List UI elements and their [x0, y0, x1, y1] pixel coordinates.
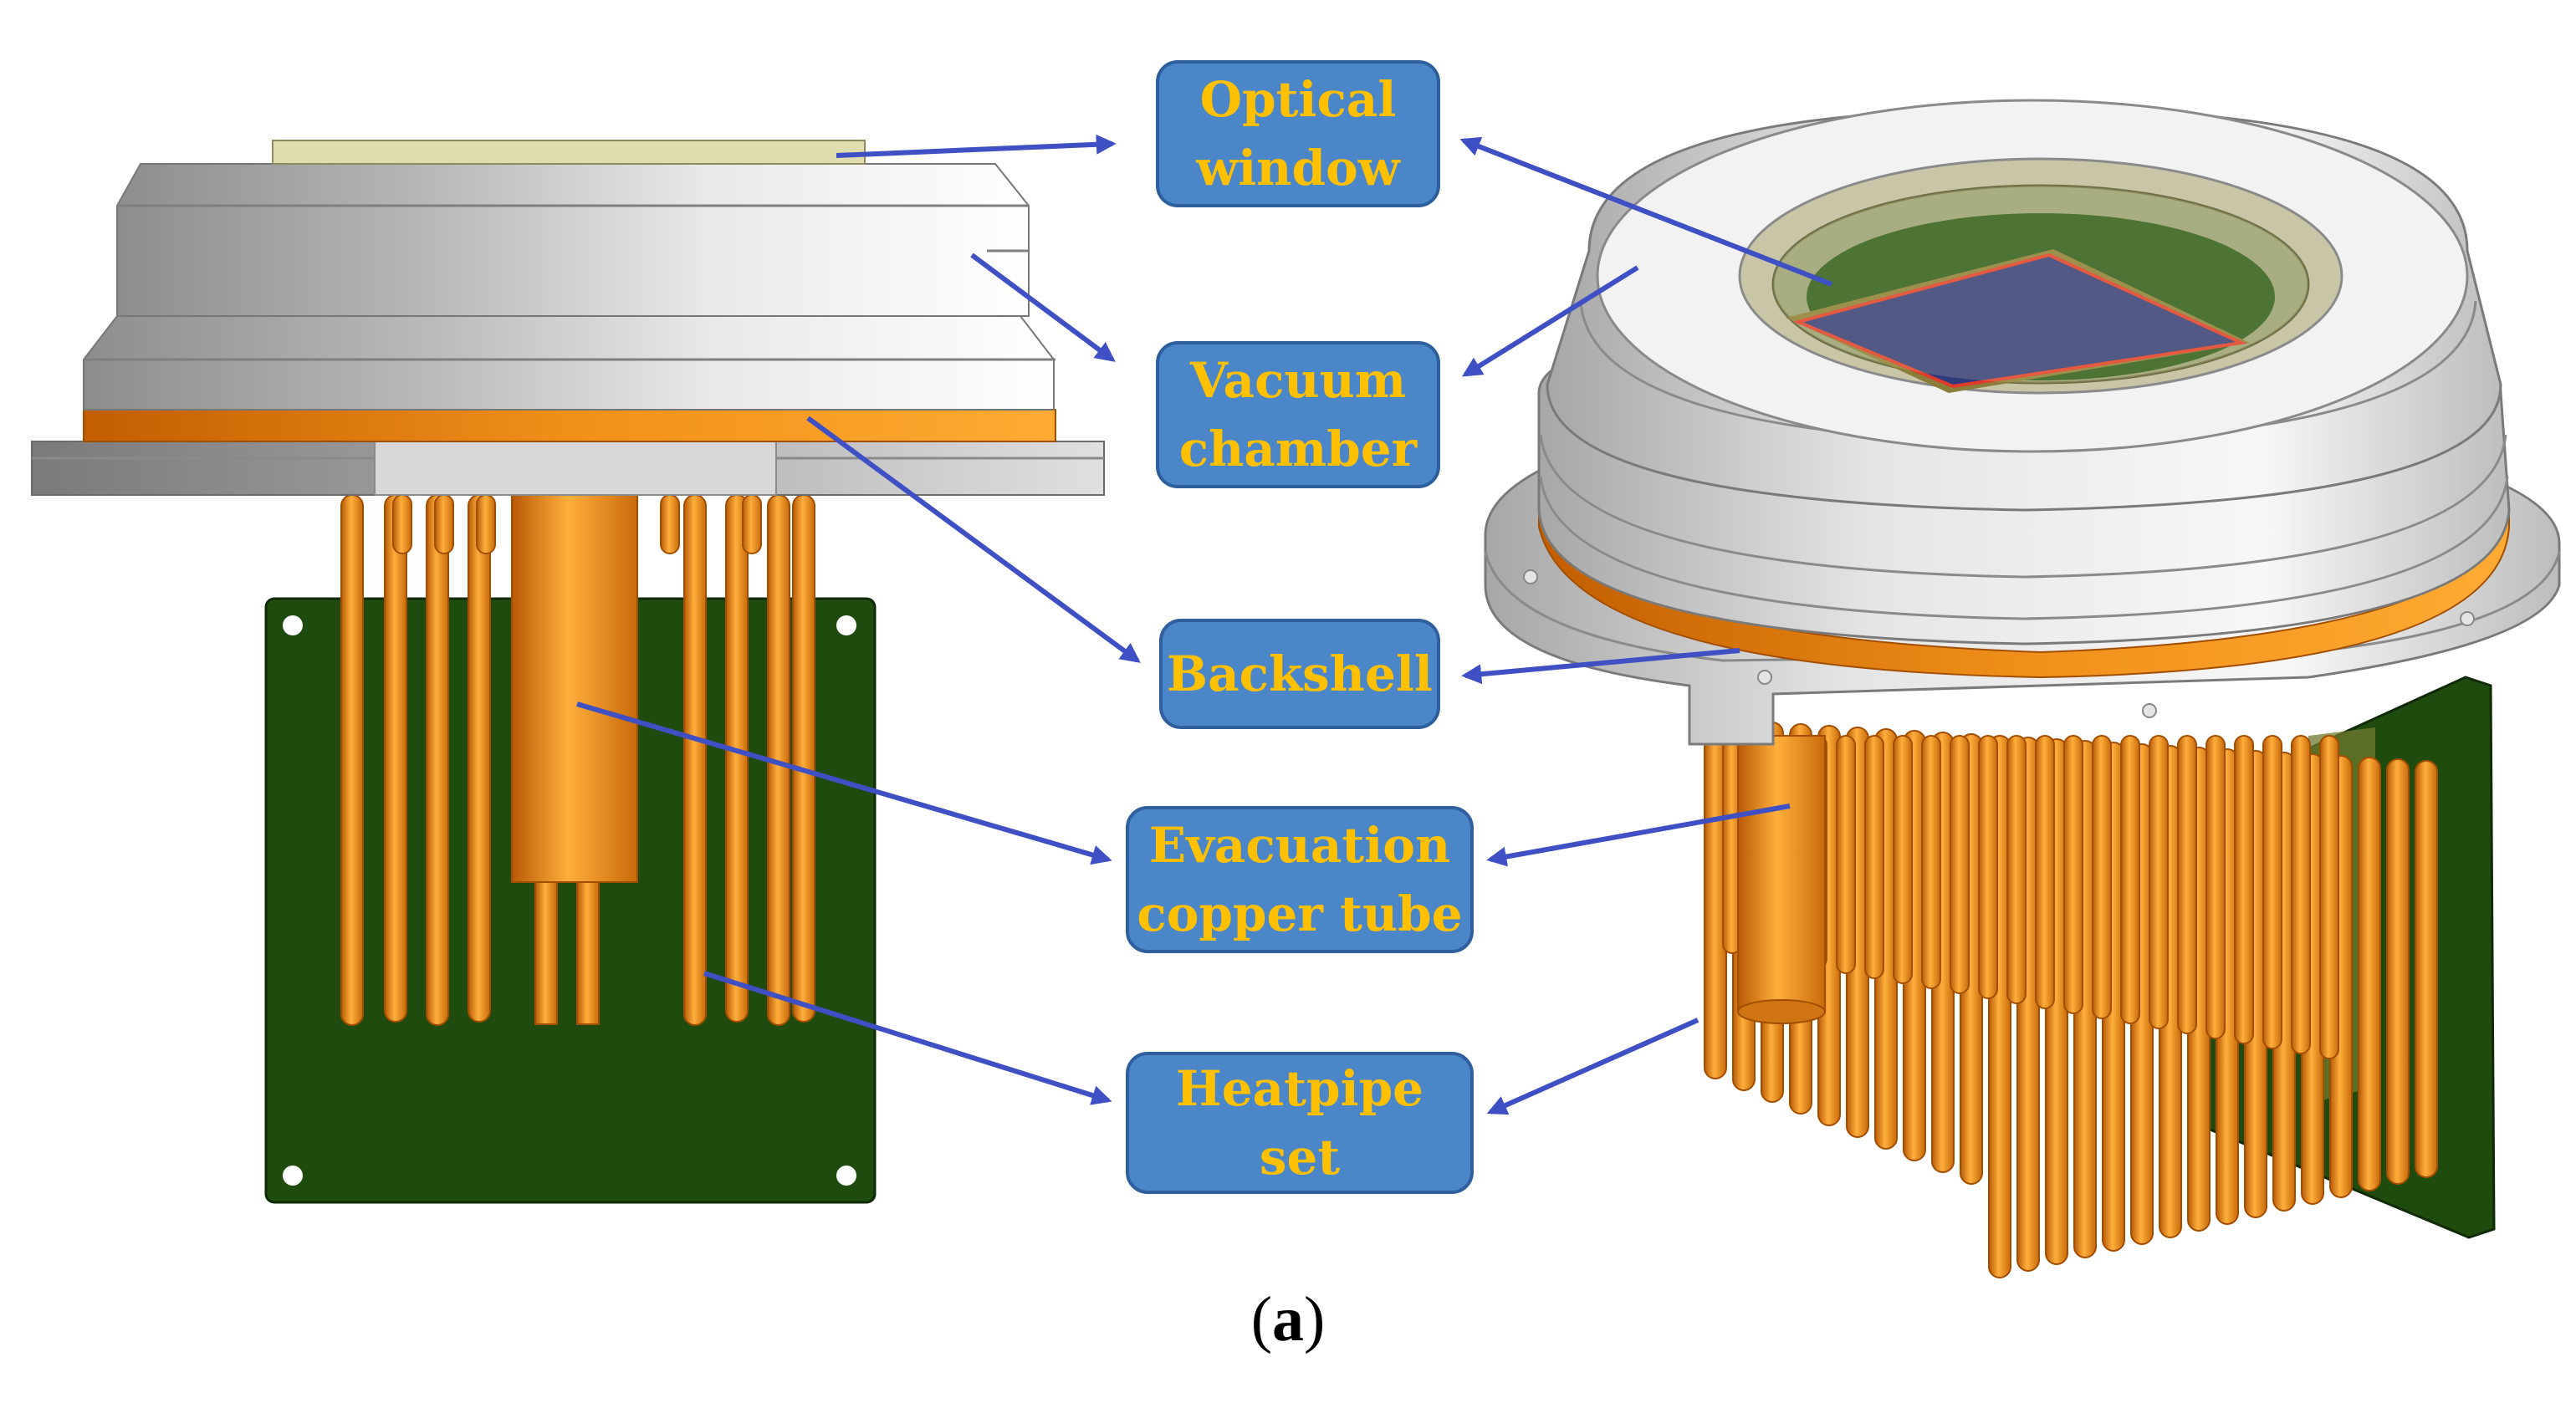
heatpipe [2063, 735, 2083, 1014]
flange-screw [1757, 670, 1772, 685]
arrow-heatpipe-set-left [703, 971, 1112, 1105]
pcb-hole [836, 615, 856, 635]
caption-close: ) [1304, 1284, 1326, 1354]
caption-letter: a [1272, 1284, 1304, 1354]
caption-open: ( [1250, 1284, 1272, 1354]
heatpipe [2415, 760, 2438, 1178]
heatpipe [2386, 758, 2410, 1185]
heatpipe [2205, 735, 2226, 1039]
heatpipe [340, 494, 364, 1026]
heatpipe [725, 494, 749, 1023]
heatpipe [660, 494, 680, 554]
label-optical-window: Optical window [1156, 60, 1440, 207]
callout-arrows [576, 134, 1833, 1115]
heatpipe [683, 494, 707, 1026]
pcb-hole [836, 1166, 856, 1186]
heatpipe [2092, 735, 2112, 1019]
flange-screw [2142, 703, 2157, 718]
heatpipe [2006, 735, 2027, 1004]
flange-screw [2460, 611, 2475, 626]
heatpipe [2358, 757, 2381, 1191]
label-vacuum-chamber-text: Vacuum chamber [1178, 352, 1418, 477]
label-heatpipe-set-text: Heatpipe set [1175, 1060, 1424, 1186]
ring-edge [1539, 434, 2507, 579]
arrow-vacuum-chamber-right [1461, 265, 1639, 377]
label-backshell: Backshell [1159, 619, 1440, 729]
figure-caption: (a) [0, 1283, 2576, 1356]
label-backshell-text: Backshell [1167, 645, 1433, 702]
heatpipe [2234, 735, 2254, 1044]
left-heatpipes [340, 494, 815, 1026]
arrow-backshell-left [806, 416, 1141, 663]
pcb-hole [283, 615, 303, 635]
label-optical-window-text: Optical window [1196, 71, 1400, 196]
heatpipe [2149, 735, 2169, 1029]
heatpipe [2319, 735, 2339, 1059]
heatpipe [2035, 735, 2055, 1009]
arrow-vacuum-chamber-left [970, 253, 1116, 362]
right-evacuation-tube [1737, 735, 1826, 1013]
heatpipe [2120, 735, 2140, 1024]
heatpipe [1893, 735, 1913, 984]
left-evacuation-tube-stem [534, 881, 558, 1025]
arrow-heatpipe-set-right [1486, 1018, 1699, 1115]
heatpipe [2177, 735, 2197, 1034]
heatpipe [1978, 735, 1998, 999]
flange-block [374, 441, 777, 496]
heatpipe [2262, 735, 2282, 1049]
arrow-evacuation-tube-right [1486, 803, 1791, 867]
heatpipe [426, 494, 449, 1026]
left-chamber-upper [116, 163, 1030, 317]
flange-screw [1523, 569, 1538, 584]
heatpipe [1836, 735, 1856, 974]
left-chamber-lower [83, 315, 1055, 411]
label-heatpipe-set: Heatpipe set [1126, 1052, 1474, 1194]
heatpipe [1950, 735, 1970, 994]
label-evacuation-tube: Evacuation copper tube [1126, 806, 1474, 953]
heatpipe [392, 494, 412, 554]
left-backshell [83, 409, 1056, 442]
heatpipe [434, 494, 454, 554]
left-evacuation-tube [511, 488, 638, 883]
right-evacuation-tube-end [1737, 999, 1826, 1024]
isometric-view [1484, 99, 2561, 1278]
label-vacuum-chamber: Vacuum chamber [1156, 341, 1440, 488]
heatpipe [468, 494, 491, 1023]
pcb-hole [283, 1166, 303, 1186]
arrow-optical-window-left [836, 134, 1117, 158]
left-optical-window [272, 140, 866, 165]
arrow-optical-window-right [1459, 136, 1833, 287]
right-focal-plane-array [1792, 253, 2247, 389]
side-view [31, 140, 1105, 1204]
heatpipe [1921, 735, 1941, 989]
heatpipe [742, 494, 762, 554]
heatpipe [384, 494, 407, 1023]
arrow-backshell-right [1461, 648, 1740, 685]
right-window-glass [1773, 186, 2308, 383]
label-evacuation-tube-text: Evacuation copper tube [1137, 817, 1463, 942]
heatpipe [2291, 735, 2311, 1054]
left-evacuation-tube-stem [576, 881, 600, 1025]
heatpipe [1864, 735, 1884, 979]
heatpipe [476, 494, 496, 554]
heatpipe [792, 494, 815, 1023]
ring-edge [1539, 476, 2509, 620]
arrow-evacuation-tube-left [576, 701, 1112, 865]
